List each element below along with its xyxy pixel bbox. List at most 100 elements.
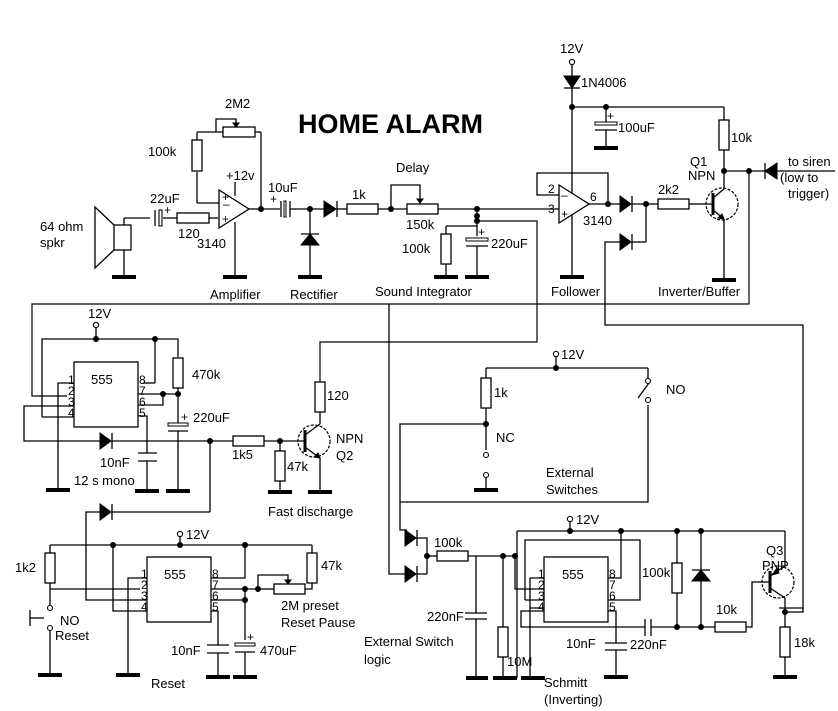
- section-label-rectifier: Rectifier: [290, 287, 338, 302]
- siren-label-1: to siren: [788, 154, 831, 169]
- amplifier-section: 64 ohm spkr + 22uF 120 + – + +12v 3140: [40, 96, 264, 302]
- section-label-external-switch-logic: External Switch: [364, 634, 454, 649]
- pin-label: 6: [212, 589, 219, 603]
- q1-type-label: NPN: [688, 168, 715, 183]
- diode-1n4006-icon: [563, 75, 581, 89]
- follower-section: 12V 1N4006 + 100uF – + 2 3 6 3140 Follow…: [536, 41, 804, 609]
- q2-type-label: NPN: [336, 431, 363, 446]
- external-switches-section: 12V 1k NC NO External Switches: [399, 347, 686, 531]
- pin-label: 8: [609, 567, 616, 581]
- pin-label: 4: [538, 600, 545, 614]
- pin-label: 1: [141, 567, 148, 581]
- pin-3-label: 3: [548, 202, 555, 216]
- potentiometer-150k-delay: [406, 203, 439, 215]
- r-120-q2-label: 120: [327, 388, 349, 403]
- potentiometer-2m-reset-pause: [273, 583, 306, 595]
- resistor-120-input: [176, 212, 210, 224]
- r-10k-q3-label: 10k: [716, 602, 737, 617]
- c-10nf-reset-label: 10nF: [171, 643, 201, 658]
- pin-label: 6: [609, 589, 616, 603]
- svg-text:+: +: [164, 203, 171, 217]
- pin-label: 4: [68, 406, 75, 420]
- r-1k5-label: 1k5: [232, 447, 253, 462]
- siren-label-2: (low to: [780, 170, 818, 185]
- section-label-schmitt: Schmitt: [544, 675, 588, 690]
- pin-label: 6: [139, 395, 146, 409]
- supply-12v-follower: 12V: [560, 41, 583, 56]
- diode-series-icon: [323, 200, 337, 218]
- pin-label: 5: [212, 600, 219, 614]
- svg-text:+: +: [561, 207, 568, 221]
- section-label-external-switch-logic-2: logic: [364, 652, 391, 667]
- resistor-47k-q2: [274, 450, 286, 482]
- svg-text:–: –: [561, 188, 568, 202]
- diode-logic-2-icon: [404, 565, 417, 583]
- capacitor-22uf: +: [154, 203, 177, 227]
- svg-text:+: +: [478, 225, 485, 239]
- c-470uf-label: 470uF: [260, 643, 297, 658]
- diode-mono-output-icon: [99, 432, 112, 450]
- rectifier-section: + 10uF Rectifier: [261, 180, 347, 302]
- q3-section: 100k 10k 18k Q3 PNP: [642, 531, 815, 679]
- c-100uf-label: 100uF: [618, 120, 655, 135]
- resistor-47k-reset: [306, 552, 318, 584]
- pin-6-label: 6: [590, 190, 597, 204]
- fast-discharge-section: 1k5 47k 120 NPN Q2 Fast discharge: [232, 381, 363, 519]
- speaker-label: 64 ohm: [40, 219, 83, 234]
- section-label-schmitt-2: (Inverting): [544, 692, 603, 707]
- resistor-10k-q1: [718, 119, 730, 151]
- resistor-100k-q3: [671, 562, 683, 594]
- c-220nf-schmitt-label: 220nF: [630, 637, 667, 652]
- resistor-120-q2: [314, 381, 326, 413]
- resistor-470k: [172, 357, 184, 389]
- reset-button-terminal[interactable]: [46, 604, 54, 612]
- r-100k-q3-label: 100k: [642, 565, 671, 580]
- resistor-1k5: [232, 435, 265, 447]
- ic-555-schmitt: [543, 556, 609, 623]
- siren-label-3: trigger): [788, 186, 829, 201]
- section-label-mono: 12 s mono: [74, 473, 135, 488]
- resistor-100k-logic: [436, 550, 469, 562]
- svg-text:+: +: [270, 192, 277, 206]
- no-switch-terminal: [644, 377, 652, 385]
- pin-label: 7: [139, 384, 146, 398]
- r-47k-reset-label: 47k: [321, 558, 342, 573]
- r-120-label: 120: [178, 226, 200, 241]
- pin-label: 2: [141, 578, 148, 592]
- reset-555-section: 12V 1k2 NO Reset 555 1 2 3 4 8 7 6 5: [15, 503, 355, 691]
- section-label-follower: Follower: [551, 284, 601, 299]
- section-label-inverter-buffer: Inverter/Buffer: [658, 284, 741, 299]
- c-10nf-schmitt-label: 10nF: [566, 636, 596, 651]
- pot-150k-label: 150k: [406, 217, 435, 232]
- pot-2m-label: 2M preset: [281, 598, 339, 613]
- pot-2m2-label: 2M2: [225, 96, 250, 111]
- ic-555-schmitt-label: 555: [562, 567, 584, 582]
- supply-12v-mono: 12V: [88, 306, 111, 321]
- section-label-fast-discharge: Fast discharge: [268, 504, 353, 519]
- potentiometer-2m2: [222, 126, 256, 138]
- r-100k-int-label: 100k: [402, 241, 431, 256]
- svg-text:+: +: [222, 190, 229, 204]
- resistor-2k2: [657, 198, 690, 210]
- speaker-icon: [94, 205, 150, 279]
- diode-1n4006-label: 1N4006: [581, 75, 627, 90]
- section-label-external-switches: External: [546, 465, 594, 480]
- resistor-1k2: [44, 552, 56, 584]
- reset-button-terminal[interactable]: [46, 624, 54, 632]
- r-1k-label: 1k: [352, 187, 366, 202]
- section-label-amplifier: Amplifier: [210, 287, 261, 302]
- c-22uf-label: 22uF: [150, 191, 180, 206]
- r-100k-fb-label: 100k: [148, 144, 177, 159]
- pin-label: 5: [139, 406, 146, 420]
- pin-label: 3: [68, 395, 75, 409]
- opamp-amplifier-icon: + – +: [218, 182, 262, 279]
- nc-label: NC: [496, 430, 515, 445]
- pin-2-label: 2: [548, 182, 555, 196]
- r-1k-sw-label: 1k: [494, 385, 508, 400]
- r-47k-q2-label: 47k: [287, 459, 308, 474]
- r-2k2-label: 2k2: [658, 182, 679, 197]
- svg-text:+: +: [181, 410, 188, 424]
- pin-label: 4: [141, 600, 148, 614]
- diode-logic-1-icon: [404, 529, 417, 547]
